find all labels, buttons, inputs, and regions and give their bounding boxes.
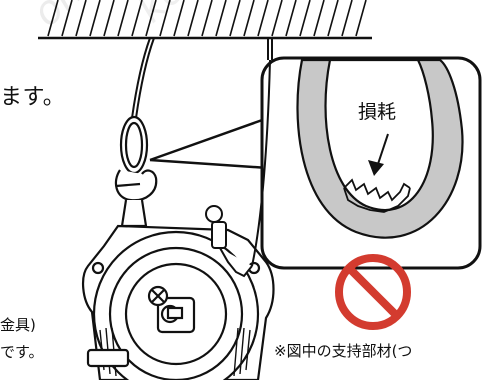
callout-lines — [149, 116, 269, 170]
hanging-ring — [119, 115, 149, 175]
safety-chain — [205, 59, 271, 278]
footnote: ※図中の支持部材(つ — [274, 342, 413, 360]
support-wire — [131, 37, 273, 119]
ceiling — [38, 0, 372, 40]
magnified-view — [260, 56, 482, 270]
side-text-fragment: 金具) — [0, 316, 36, 334]
hook — [114, 169, 158, 228]
prohibition-icon — [335, 254, 411, 330]
side-text-fragment: です。 — [0, 343, 44, 361]
main-text-fragment: ます。 — [0, 85, 66, 110]
worn-label: 損耗 — [358, 101, 397, 123]
balancer-body — [82, 224, 275, 380]
